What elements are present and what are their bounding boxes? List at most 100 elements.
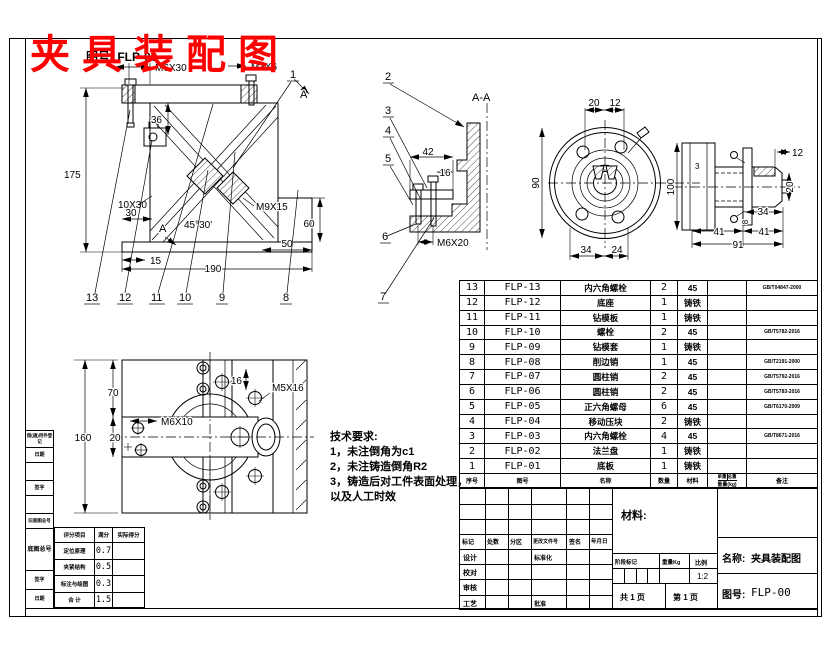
dim-m6x10: M6X10 [161,417,193,428]
dim-m6x30: M6X30 [155,63,187,74]
balloon-10: 10 [179,292,191,304]
dim-42: 42 [422,147,434,158]
grade-item: 定位原理 [55,543,95,559]
table-row: 10 FLP-10 螺栓 2 45 GB/T5782-2016 [460,325,817,341]
cell-note: GB/T5792-2016 [764,373,800,380]
dim-100: 100 [666,178,677,195]
nut-details [196,361,210,514]
dim-36: 36 [151,115,163,126]
cell-seq: 5 [460,399,485,414]
cell-weight [708,399,747,414]
dim-12: 12 [609,98,621,109]
table-row: 4 FLP-04 移动压块 2 铸铁 [460,414,817,430]
grade-col-full: 满分 [95,528,113,542]
cell-weight [708,340,747,355]
grade-actual [113,560,144,576]
cell-qty: 2 [651,414,678,429]
margin-box-empty [25,462,54,481]
dim-24: 24 [611,245,623,256]
tech-line: 3，铸造后对工件表面处理， [330,476,469,488]
table-row: 11 FLP-11 钻模板 1 铸铁 [460,310,817,326]
overlay-drawing-no: 图号: FLP-00 [86,50,158,64]
cell-material: 铸铁 [678,444,708,459]
cell-seq: 1 [460,459,485,473]
col-weight: 单重 总重 重量(kg) [708,474,747,487]
grade-score: 0.3 [95,576,113,592]
role-check: 校对 [463,570,477,577]
weight-label: 重量Kg [662,560,681,566]
parts-list-table: 13 FLP-13 内六角螺栓 2 45 GB/T04847-2000 12 F… [459,280,818,488]
cell-note: GB/T04847-2000 [762,284,802,291]
rev-zone-label: 分区 [510,540,523,546]
dim-16: 16 [231,376,243,387]
grade-score: 0.7 [95,543,113,559]
cell-material: 45 [678,384,708,399]
grade-actual [113,543,144,559]
margin-box-date2: 日期 [25,589,54,609]
sheet-row: 共 1 页 第 1 页 [612,583,718,610]
dim-190: 190 [205,264,222,275]
section-arrow-a: A [300,89,308,101]
cell-name: 钻模板 [561,310,651,325]
page-title: 夹具装配图 [30,32,290,77]
cell-qty: 1 [651,310,678,325]
grade-row: 标注与绘图 0.3 [55,576,144,593]
dim-m3x6: M3X6 [251,62,278,73]
cell-weight [708,444,747,459]
grade-row: 夹紧结构 0.5 [55,559,144,576]
dim-60: 60 [303,219,315,230]
cell-material: 45 [678,325,708,340]
col-total-weight: 总重 [727,474,737,479]
scale-label: 比例 [695,561,708,567]
cell-name: 圆柱销 [561,370,651,384]
cell-qty: 2 [651,370,678,384]
table-row: 5 FLP-05 正六角螺母 6 45 GB/T6170-2009 [460,399,817,415]
grade-col-item: 评分项目 [55,528,95,542]
dim-10x30: 10X30 [118,200,147,211]
tech-line: 以及人工时效 [330,491,396,503]
blank-box [717,488,818,538]
cell-name: 底座 [561,295,651,310]
dim-41b: 41 [758,227,770,238]
cell-material: 铸铁 [678,310,708,325]
grade-item: 标注与绘图 [55,576,95,592]
material-box: 材料: [612,488,718,554]
cell-name: 内六角螺栓 [561,281,651,295]
cell-material: 铸铁 [678,459,708,473]
cell-qty: 1 [651,340,678,355]
cell-seq: 8 [460,355,485,370]
dim-91: 91 [732,240,744,251]
technical-notes: 技术要求: 1，未注倒角为c1 2，未注铸造倒角R2 3，铸造后对工件表面处理，… [330,430,468,505]
stage-row: 阶段标记 重量Kg 比例 [612,553,718,569]
role-standardize: 标准化 [534,556,553,562]
balloon-3: 3 [385,105,391,117]
rev-sign-label: 签名 [569,540,582,546]
cell-name: 圆柱销 [561,384,651,399]
role-audit: 审核 [463,585,477,592]
margin-box-old-base-no: 旧底图总号 [25,513,54,529]
role-craft: 工艺 [463,601,477,608]
cell-qty: 1 [651,444,678,459]
cell-code: FLP-13 [485,281,561,295]
cell-code: FLP-06 [485,384,561,399]
margin-box-sign2: 签字 [25,570,54,590]
cell-weight [708,384,747,399]
dim-30: 30 [125,208,137,219]
drawing-no-label: 图号: [722,590,746,601]
drawing-no-box: 图号: FLP-00 [717,573,818,610]
cell-qty: 2 [651,325,678,340]
cell-note: GB/T5783-2016 [764,388,800,395]
grade-table: 评分项目 满分 实际得分 定位原理 0.7 夹紧结构 0.5 标注与绘图 0.3 [54,527,145,608]
margin-box-sign: 签字 [25,480,54,496]
cell-code: FLP-07 [485,370,561,384]
drawing-no-value: FLP-00 [751,586,791,599]
margin-box-base-no: 底图总号 [25,528,54,571]
margin-box-empty [25,495,54,514]
cell-code: FLP-02 [485,444,561,459]
cell-name: 移动压块 [561,414,651,429]
cell-code: FLP-08 [485,355,561,370]
name-box: 名称: 夹具装配图 [717,537,818,574]
balloon-9: 9 [219,292,225,304]
